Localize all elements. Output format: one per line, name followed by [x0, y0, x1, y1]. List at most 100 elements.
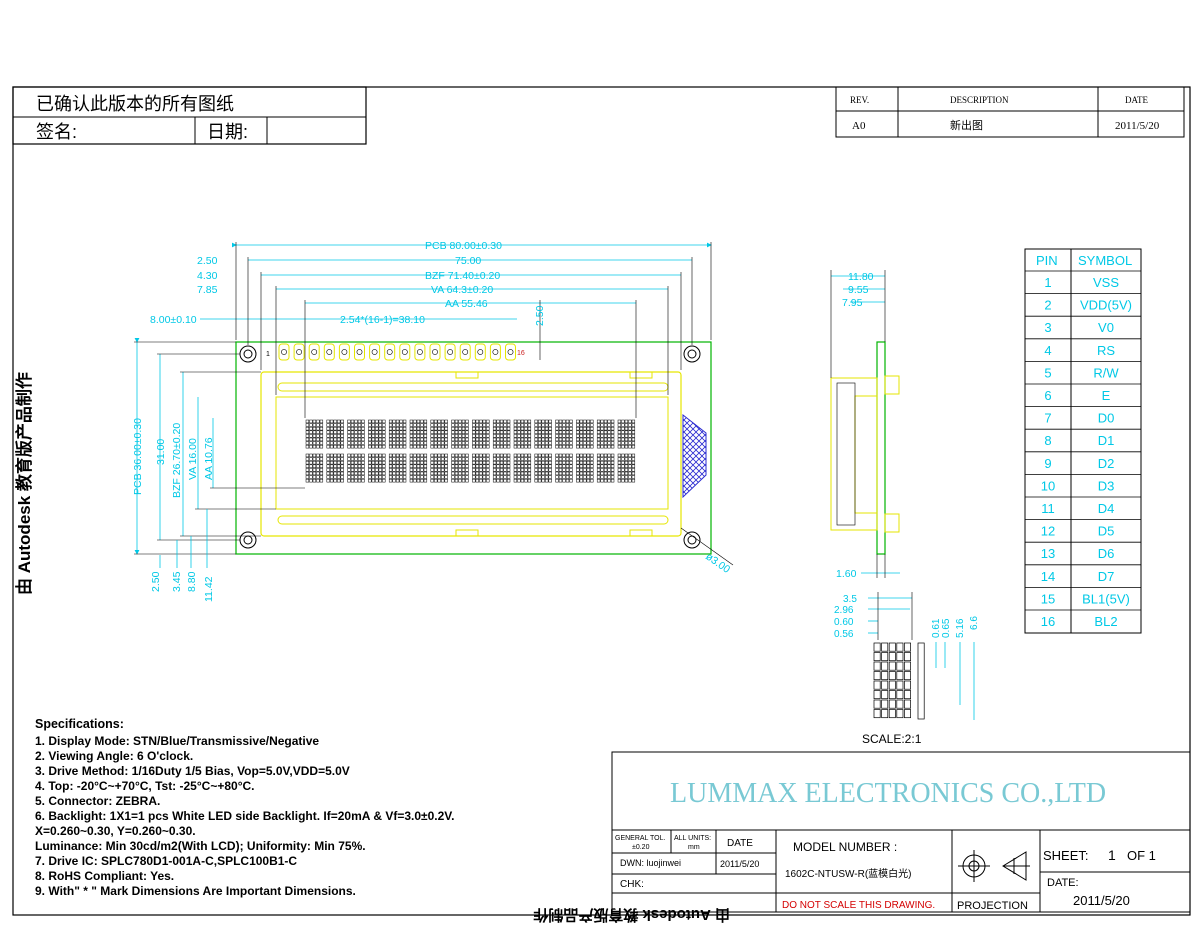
- detail-dot: [888, 671, 896, 681]
- pin-table-head-pin: PIN: [1036, 253, 1058, 268]
- pin-number: 15: [1041, 591, 1055, 606]
- dim-hole-vspan: 31.00: [155, 439, 167, 465]
- connector-pin: [338, 343, 350, 361]
- dim-side-pcb: 1.60: [836, 568, 857, 580]
- sheet-number: 1: [1108, 847, 1116, 863]
- detail-dot: [888, 709, 896, 719]
- character-cell: [555, 419, 573, 449]
- dim-side-total: 11.80: [848, 271, 874, 283]
- description-value: 新出图: [950, 118, 983, 132]
- specifications: Specifications: 1. Display Mode: STN/Blu…: [35, 717, 455, 898]
- pin-number: 12: [1041, 524, 1055, 539]
- dim-pin-height: 2.50: [534, 305, 546, 326]
- detail-dot: [896, 699, 904, 709]
- character-cell: [409, 453, 428, 483]
- dim-dot-r0: 0.61: [931, 618, 942, 638]
- pin-symbol: VSS: [1093, 275, 1119, 290]
- connector-pin: [399, 343, 411, 361]
- detail-dot: [881, 699, 889, 709]
- detail-dot: [904, 652, 911, 662]
- dim-dot-r3: 6.6: [969, 616, 980, 630]
- character-cell: [576, 419, 594, 449]
- dim-dot-l1: 2.96: [834, 605, 854, 616]
- pin-symbol: D6: [1098, 546, 1115, 561]
- detail-dot: [888, 661, 896, 671]
- dim-pin1-offset: 8.00±0.10: [150, 314, 197, 326]
- front-dimensions: [134, 242, 734, 568]
- connector-pin: [384, 343, 396, 361]
- spec-title: Specifications:: [35, 717, 124, 731]
- watermark-bottom: 由 Autodesk 教育版产品制作: [533, 906, 730, 924]
- detail-dot: [881, 690, 889, 700]
- connector-pin: [354, 343, 365, 361]
- pin-number: 9: [1044, 456, 1051, 471]
- spec-line: X=0.260~0.30, Y=0.260~0.30.: [35, 824, 196, 838]
- dot-detail-dimensions: [868, 592, 975, 720]
- detail-dot: [896, 671, 904, 681]
- pin-number: 8: [1044, 433, 1051, 448]
- pin-symbol: BL2: [1094, 614, 1117, 629]
- pin-symbol: R/W: [1093, 365, 1119, 380]
- character-cell: [617, 453, 636, 483]
- backlight-led: [682, 413, 707, 499]
- spec-line: 9. With" * " Mark Dimensions Are Importa…: [35, 884, 356, 898]
- spec-line: 8. RoHS Compliant: Yes.: [35, 869, 174, 883]
- detail-dot: [881, 671, 889, 681]
- detail-dot: [904, 699, 911, 709]
- connector-pin: [414, 343, 426, 361]
- detail-dot: [904, 690, 911, 700]
- front-dimension-labels: PCB 80.00±0.30 75.00 BZF 71.40±0.20 VA 6…: [132, 240, 732, 602]
- detail-dot: [904, 661, 911, 671]
- detail-dot: [873, 690, 881, 700]
- watermark-left: 由 Autodesk 教育版产品制作: [14, 372, 34, 595]
- detail-dot: [873, 652, 881, 662]
- pin-symbol: D5: [1098, 524, 1115, 539]
- detail-dot: [896, 661, 904, 671]
- detail-dot: [888, 680, 896, 690]
- detail-dot: [896, 652, 904, 662]
- character-cell: [513, 453, 532, 483]
- dim-aa-width: AA 55.46: [445, 298, 488, 310]
- character-cell: [368, 419, 386, 449]
- pin-symbol: D7: [1098, 569, 1115, 584]
- detail-dot: [881, 642, 889, 652]
- character-cell: [388, 419, 407, 449]
- checked-by: CHK:: [620, 879, 644, 890]
- pin-symbol: RS: [1097, 343, 1115, 358]
- pin-number: 10: [1041, 478, 1055, 493]
- character-cell: [326, 419, 344, 449]
- mount-hole-tr: [683, 345, 701, 363]
- spec-line: Luminance: Min 30cd/m2(With LCD); Unifor…: [35, 839, 366, 853]
- title-block: LUMMAX ELECTRONICS CO.,LTD GENERAL TOL. …: [611, 751, 1191, 913]
- company-name: LUMMAX ELECTRONICS CO.,LTD: [670, 778, 1106, 809]
- character-cell: [347, 419, 365, 449]
- detail-dot: [881, 652, 889, 662]
- detail-dot: [904, 709, 911, 719]
- dim-hole-span: 75.00: [455, 255, 481, 267]
- dim-dot-l3: 0.56: [834, 629, 854, 640]
- description-header: DESCRIPTION: [950, 95, 1009, 105]
- sheet-border: [12, 86, 1191, 916]
- date-value: 2011/5/20: [1115, 120, 1160, 132]
- pin-number: 13: [1041, 546, 1055, 561]
- detail-dot: [888, 699, 896, 709]
- dim-off-430: 4.30: [197, 270, 218, 282]
- dim-aa-height: AA 10.76: [203, 437, 215, 480]
- character-matrix: [305, 419, 636, 483]
- pin-number: 14: [1041, 569, 1055, 584]
- pin-first-label: 1: [266, 351, 270, 358]
- scale-label: SCALE:2:1: [862, 732, 922, 746]
- pin-number: 11: [1041, 501, 1055, 516]
- pcb-outline: [235, 341, 712, 555]
- detail-dot: [896, 690, 904, 700]
- side-dimension-labels: 11.80 9.55 7.95 1.60: [836, 271, 874, 580]
- general-tol-value: ±0.20: [632, 844, 650, 851]
- pin-number: 3: [1044, 320, 1051, 335]
- connector-pin: [459, 343, 471, 361]
- detail-dot: [896, 680, 904, 690]
- rev-header: REV.: [850, 95, 869, 105]
- connector-pin: [474, 343, 486, 361]
- detail-dot: [873, 680, 881, 690]
